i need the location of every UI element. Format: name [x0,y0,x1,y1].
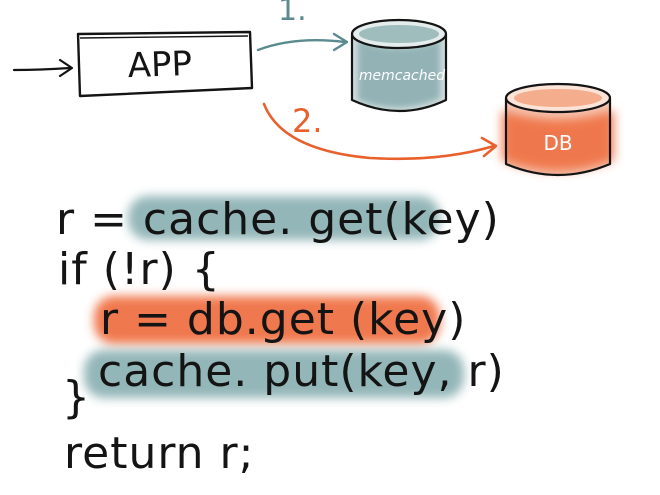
step-1-label: 1. [278,0,307,28]
incoming-arrow [12,58,74,78]
code-line-5: } [62,372,91,423]
arrow-to-memcache: 1. [256,0,349,52]
step-2-label: 2. [292,102,323,140]
code-line-4: cache. put(key, r) [98,346,505,397]
code-line-6: return r; [64,428,254,479]
code-line-3: r = db.get (key) [100,294,466,345]
highlight-db-get [94,296,440,344]
memcached-cylinder: memcached [350,18,448,113]
code-highlights [84,196,464,398]
db-label: DB [543,131,572,155]
code-line-2: if (!r) { [58,244,221,295]
code-line-1: r = cache. get(key) [56,194,500,245]
memcached-label: memcached [359,68,445,84]
pseudocode: r = cache. get(key) if (!r) { r = db.get… [56,194,505,479]
highlight-cache-put [84,350,464,398]
app-box: APP [76,30,254,98]
app-label: APP [127,44,193,86]
db-cylinder: DB [502,82,614,177]
arrow-to-db: 2. [262,102,498,161]
highlight-cache-get [128,196,440,240]
